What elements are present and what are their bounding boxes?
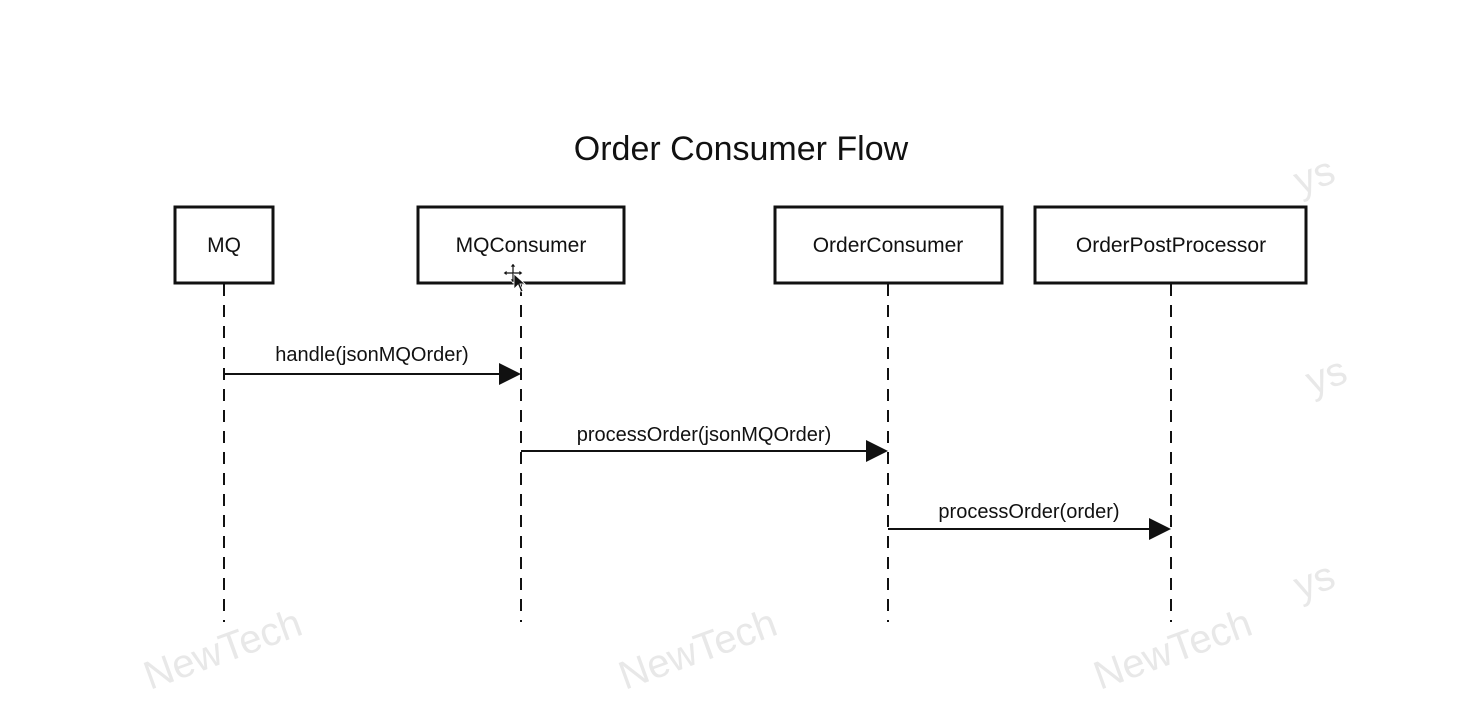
participant-label-mqconsumer: MQConsumer	[456, 234, 587, 257]
participant-box[interactable]	[173, 205, 275, 285]
message-handle: handle(jsonMQOrder)	[224, 344, 521, 385]
participant-orderconsumer[interactable]: OrderConsumer	[773, 205, 1004, 285]
watermark-text: NewTech	[613, 601, 783, 699]
participant-box[interactable]	[773, 205, 1004, 285]
watermark-text: NewTech	[1088, 601, 1258, 699]
message-label-handle: handle(jsonMQOrder)	[275, 344, 468, 366]
arrowhead-icon	[1149, 518, 1171, 540]
participant-orderpostprocessor[interactable]: OrderPostProcessor	[1033, 205, 1308, 285]
participant-label-orderpostprocessor: OrderPostProcessor	[1076, 234, 1266, 257]
watermark-side-text: ys	[1288, 148, 1341, 203]
participant-label-orderconsumer: OrderConsumer	[813, 234, 964, 257]
diagram-title: Order Consumer Flow	[574, 130, 909, 168]
message-process-order-json: processOrder(jsonMQOrder)	[521, 424, 888, 462]
message-label-process-order-json: processOrder(jsonMQOrder)	[577, 424, 832, 446]
watermark-side-text: ys	[1288, 553, 1341, 608]
watermark-text: NewTech	[138, 601, 308, 699]
message-process-order: processOrder(order)	[888, 501, 1171, 540]
lifelines	[223, 284, 1172, 622]
watermark-side-text: ys	[1300, 348, 1353, 403]
participant-box[interactable]	[416, 205, 626, 285]
message-label-process-order: processOrder(order)	[938, 501, 1119, 523]
arrowhead-icon	[499, 363, 521, 385]
participant-mq[interactable]: MQ	[173, 205, 275, 285]
arrowhead-icon	[866, 440, 888, 462]
move-cursor-icon	[502, 262, 527, 293]
participant-mqconsumer[interactable]: MQConsumer	[416, 205, 626, 285]
participant-box[interactable]	[1033, 205, 1308, 285]
participant-label-mq: MQ	[207, 234, 241, 257]
